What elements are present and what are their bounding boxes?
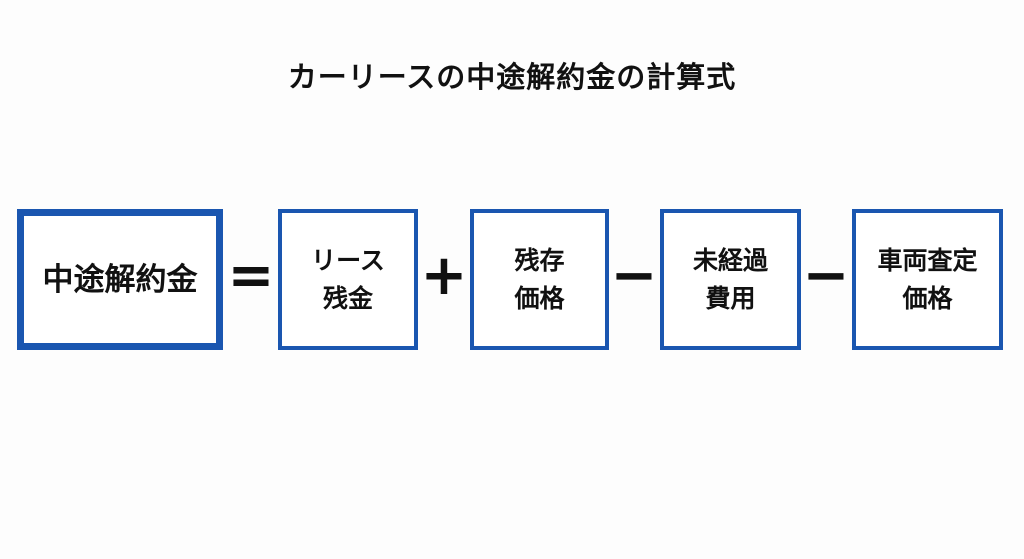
- term-line: リース: [311, 245, 385, 275]
- term-line: 価格: [514, 283, 565, 313]
- term-box-vehicle-appraisal: 車両査定価格: [852, 209, 1003, 350]
- result-box: 中途解約金: [17, 209, 223, 350]
- term-box-residual-value: 残存価格: [470, 209, 609, 350]
- term-line: 車両査定: [877, 245, 978, 275]
- term-box-lease-balance: リース残金: [278, 209, 418, 350]
- term-line: 未経過: [692, 245, 768, 275]
- term-box-unexpired-cost: 未経過費用: [660, 209, 801, 350]
- minus-operator: −: [610, 243, 658, 308]
- result-label: 中途解約金: [42, 261, 198, 298]
- plus-operator: +: [420, 243, 468, 308]
- term-line: 残存: [514, 245, 565, 275]
- minus-operator: −: [802, 243, 850, 308]
- diagram-title: カーリースの中途解約金の計算式: [287, 60, 737, 94]
- equals-operator: =: [227, 243, 275, 308]
- term-line: 価格: [902, 283, 953, 313]
- term-line: 残金: [322, 283, 373, 313]
- term-line: 費用: [705, 283, 756, 313]
